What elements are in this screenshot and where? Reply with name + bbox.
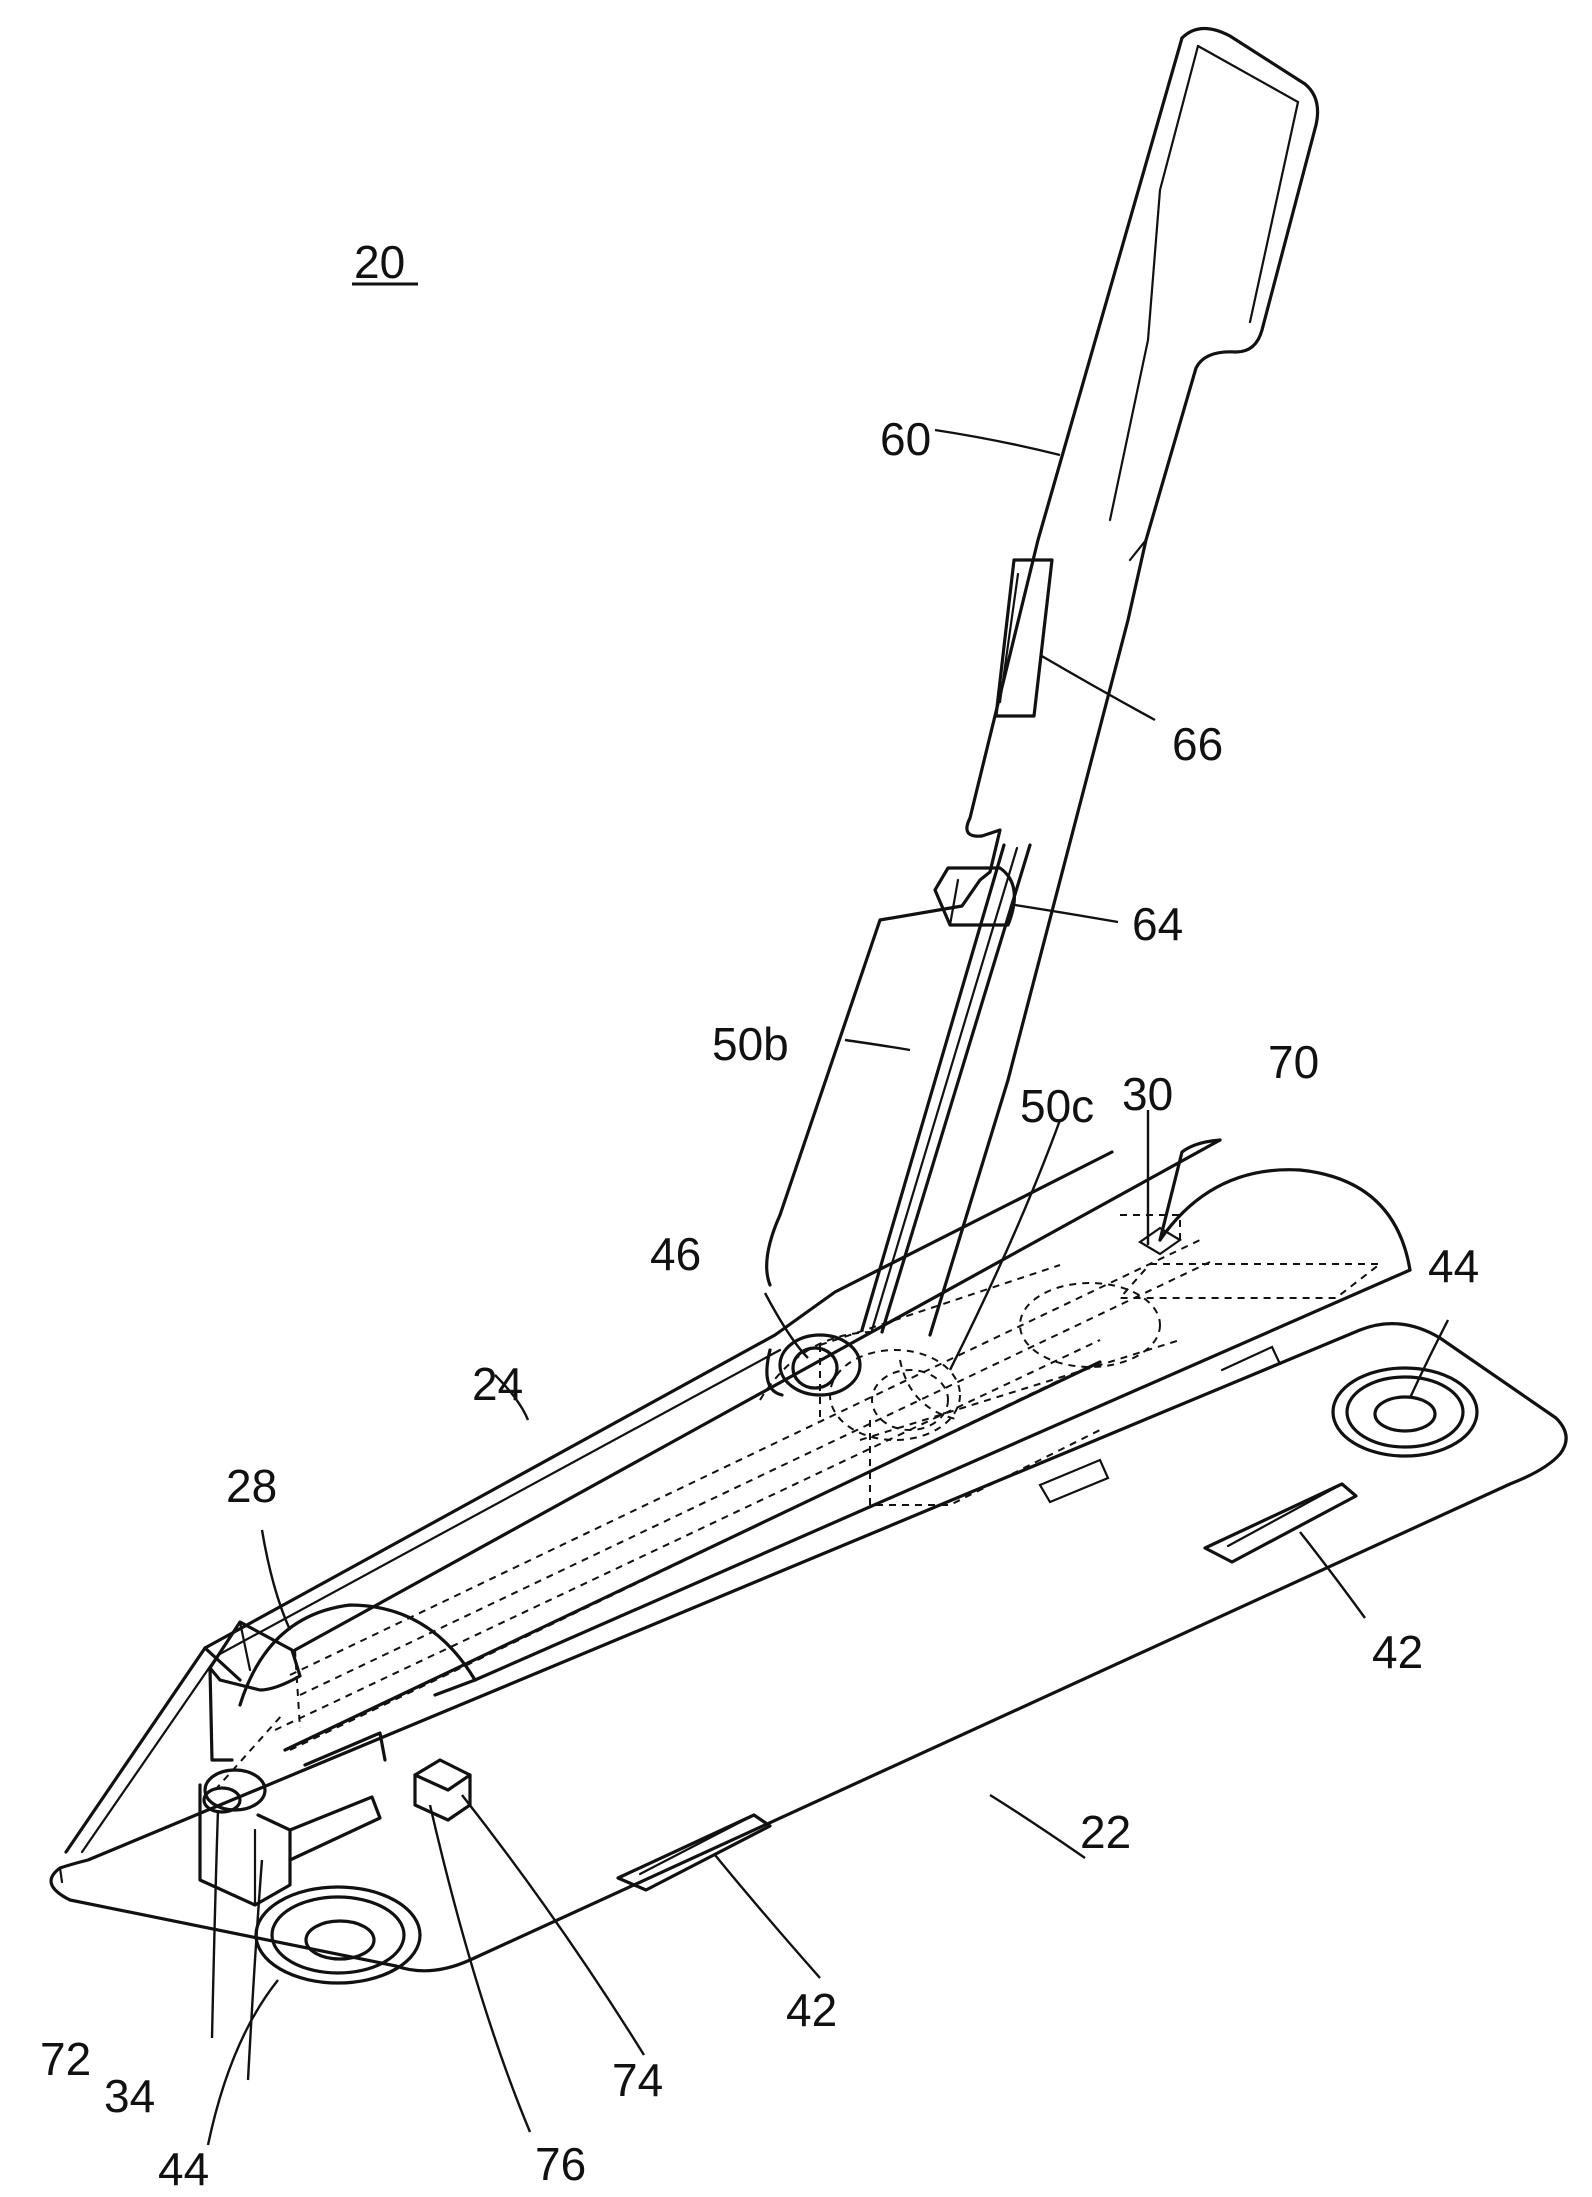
label-70: 70 (1268, 1036, 1319, 1088)
label-46: 46 (650, 1228, 701, 1280)
label-66: 66 (1172, 718, 1223, 770)
label-74: 74 (612, 2054, 663, 2106)
label-50b: 50b (712, 1018, 789, 1070)
label-22: 22 (1080, 1806, 1131, 1858)
label-72: 72 (40, 2033, 91, 2085)
lever (767, 28, 1318, 1395)
label-30: 30 (1122, 1068, 1173, 1120)
slot-right (1205, 1484, 1356, 1562)
front-bracket (200, 1622, 380, 1905)
screw-hole-right (1333, 1368, 1477, 1456)
label-76: 76 (535, 2138, 586, 2190)
label-50c: 50c (1020, 1080, 1094, 1132)
ref-main: 20 (354, 236, 405, 288)
label-42-right: 42 (1372, 1626, 1423, 1678)
label-64: 64 (1132, 898, 1183, 950)
slot-left (618, 1815, 770, 1890)
label-60: 60 (880, 413, 931, 465)
tube-cover (240, 1140, 1410, 1765)
label-44-left: 44 (158, 2143, 209, 2195)
label-28: 28 (226, 1460, 277, 1512)
label-44-right: 44 (1428, 1240, 1479, 1292)
screw-hole-left (256, 1887, 420, 1983)
base-plate (51, 1324, 1566, 1983)
front-notch (415, 1760, 470, 1820)
label-42-left: 42 (786, 1984, 837, 2036)
leader-lines (208, 430, 1448, 2145)
label-34: 34 (104, 2070, 155, 2122)
label-24: 24 (472, 1358, 523, 1410)
